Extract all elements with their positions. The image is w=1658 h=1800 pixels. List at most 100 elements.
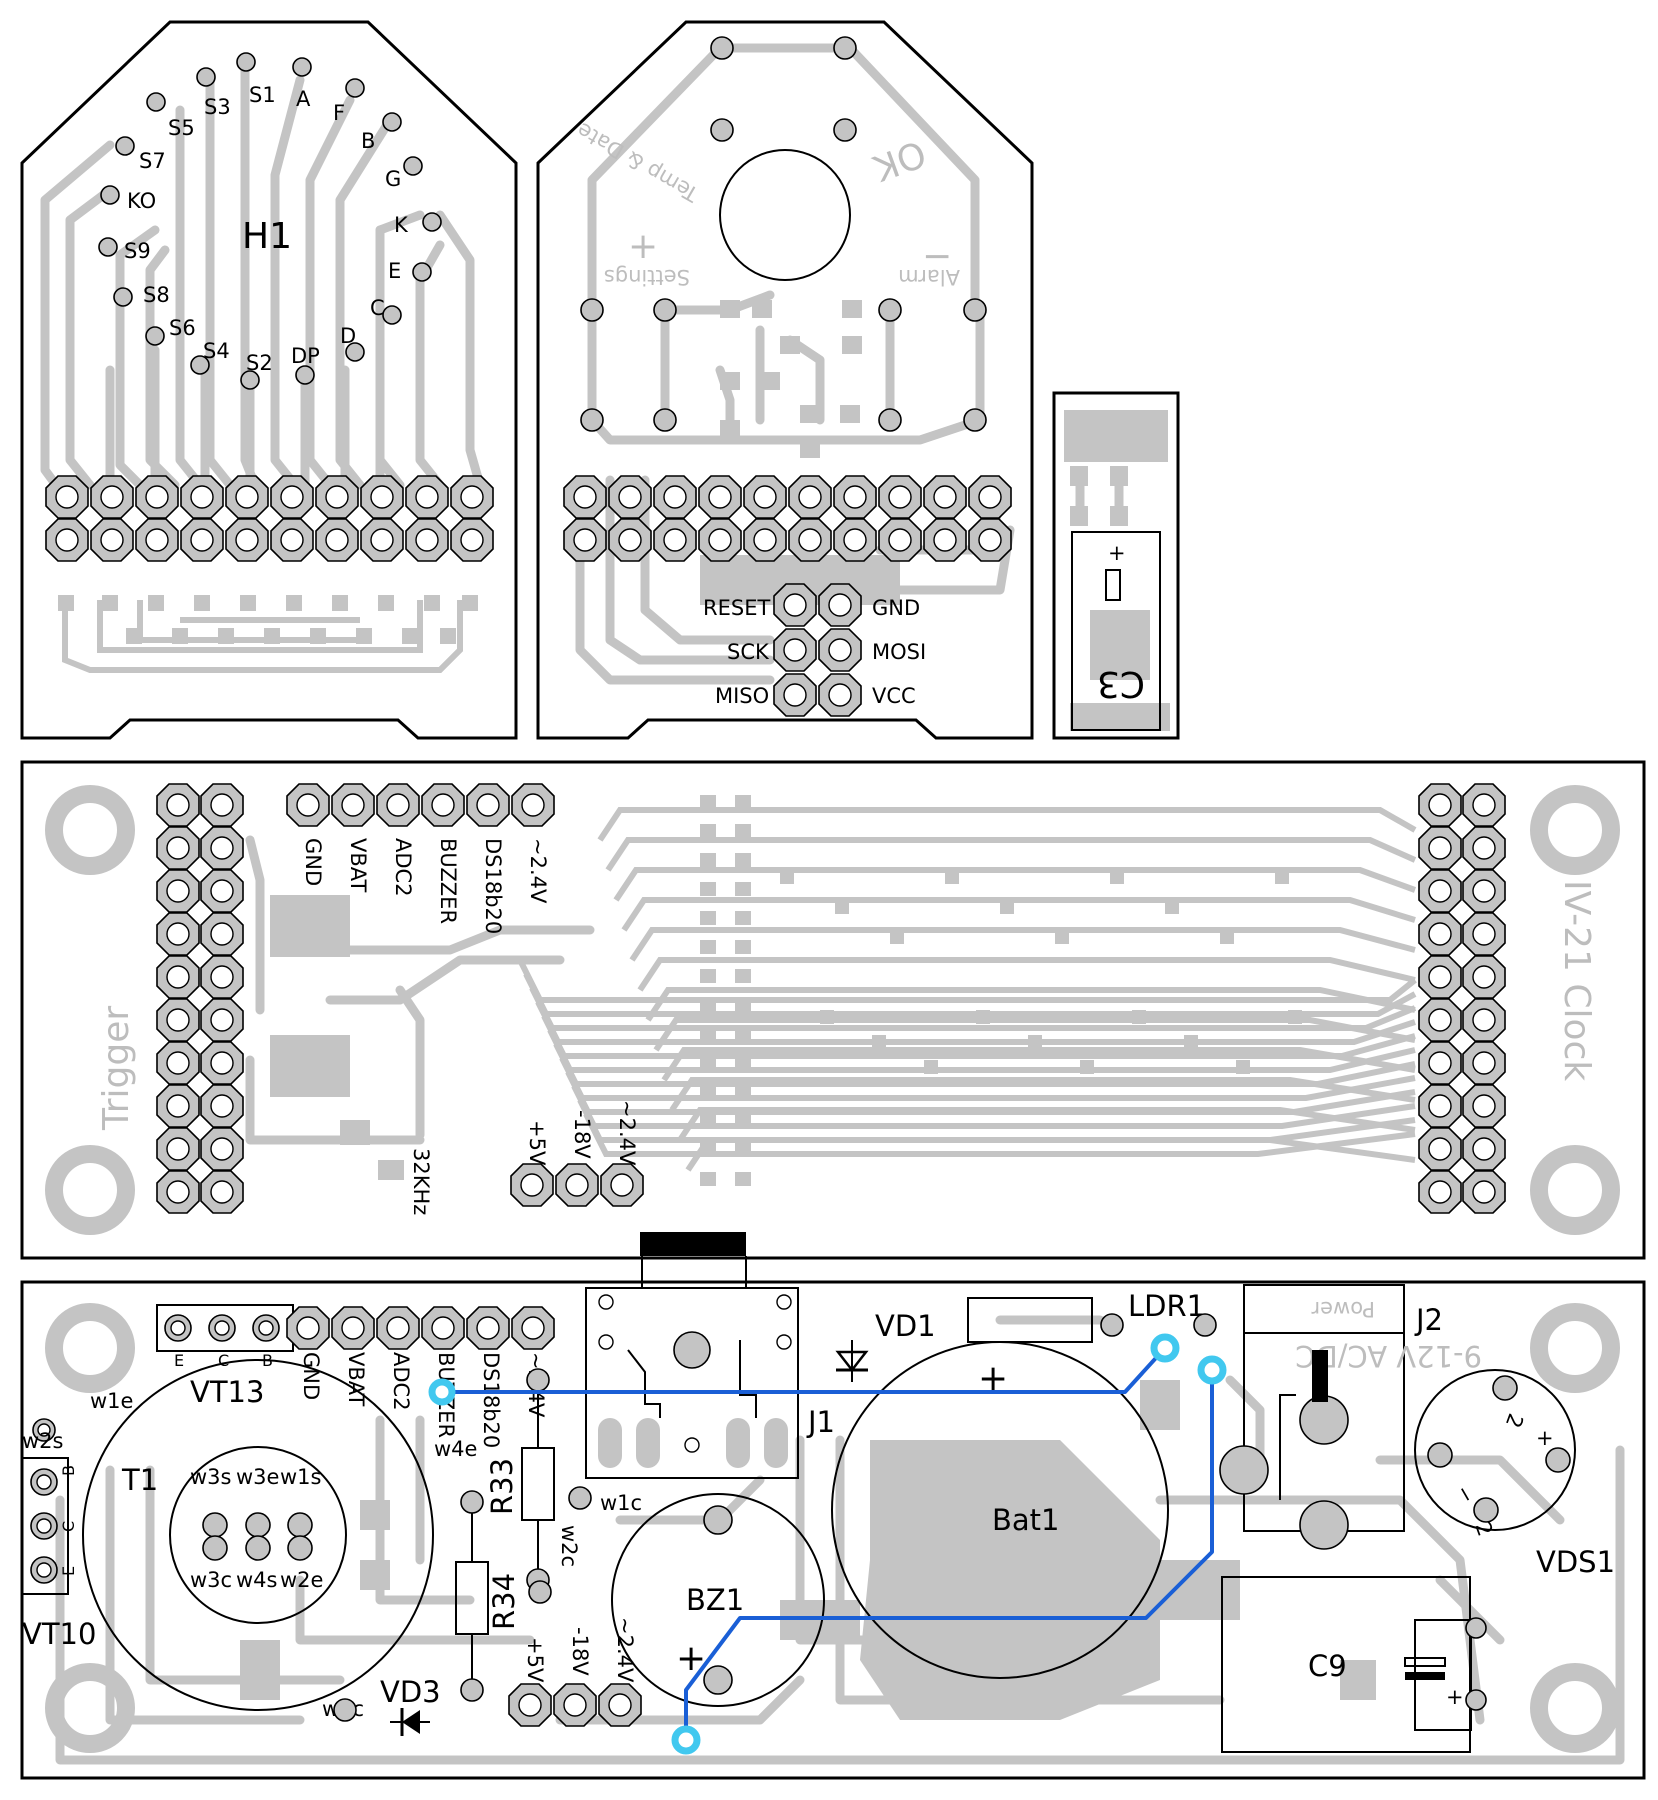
copper-trace: [325, 925, 595, 955]
crystal-label: 32KHz: [409, 1148, 433, 1215]
hdr-label: GND: [299, 1352, 323, 1400]
j1-designator: J1: [806, 1405, 835, 1439]
smd-pad: [735, 1085, 751, 1099]
through-hole-pad: [45, 518, 89, 562]
through-hole-pad: [286, 1306, 330, 1350]
pin-label: S6: [169, 316, 196, 340]
through-hole-pad: [1418, 783, 1462, 827]
pin-label: DP: [291, 344, 320, 368]
power-label: +5V: [525, 1120, 549, 1166]
winding-label: w4s: [236, 1568, 277, 1592]
through-hole-pad: [376, 1306, 420, 1350]
button-board: Temp & Date OK Settings Alarm + − RESET …: [536, 20, 1034, 740]
through-hole-pad: [466, 1306, 510, 1350]
through-hole-pad: [180, 475, 224, 519]
smd-pad: [1055, 930, 1069, 944]
copper-trace: [621, 897, 1416, 932]
through-hole-pad: [156, 912, 200, 956]
display-pads: [98, 52, 442, 390]
smd-pad: [1288, 1010, 1302, 1024]
bz1-plus: +: [676, 1638, 706, 1679]
power-label: -18V: [568, 1627, 592, 1676]
through-hole-pad: [156, 826, 200, 870]
alarm-label: Alarm: [898, 265, 960, 289]
through-hole-pad: [376, 783, 420, 827]
through-hole-pad: [653, 475, 697, 519]
isp-reset-label: RESET: [703, 596, 770, 620]
through-hole-pad: [598, 1683, 642, 1727]
smd-pad: [700, 1172, 716, 1186]
copper-trace: [245, 835, 265, 1015]
vt10-pin: E: [59, 1566, 78, 1576]
power-label: +5V: [523, 1637, 547, 1683]
vt13-pin: C: [218, 1351, 229, 1370]
through-hole-pad: [360, 518, 404, 562]
main-board: Trigger IV-21 Clock GND VBAT ADC2 BUZZER…: [20, 760, 1646, 1260]
through-hole-pad: [510, 1163, 554, 1207]
smd-pad: [700, 1027, 716, 1041]
winding-label: w1c: [600, 1491, 642, 1515]
vt13-pads: [164, 1314, 280, 1342]
through-hole-pad: [331, 1306, 375, 1350]
capacitor-board: + C3: [1052, 391, 1180, 740]
pin-label: S5: [168, 116, 195, 140]
winding-label: w1s: [280, 1465, 321, 1489]
smd-pad: [780, 870, 794, 884]
pin-label: S3: [204, 95, 231, 119]
through-hole-pad: [450, 518, 494, 562]
through-hole-pad: [90, 518, 134, 562]
button-header: [563, 475, 1012, 562]
through-hole-pad: [698, 475, 742, 519]
through-hole-pad: [225, 475, 269, 519]
through-hole-pad: [1462, 912, 1506, 956]
through-hole-pad: [1462, 1170, 1506, 1214]
main-ics: [270, 895, 404, 1180]
vt10-pin: C: [59, 1521, 78, 1532]
r33-designator: R33: [485, 1458, 519, 1515]
power-switch-label: Power: [1311, 1297, 1375, 1321]
through-hole-pad: [156, 1127, 200, 1171]
through-hole-pad: [200, 912, 244, 956]
j1-pads: [598, 1294, 792, 1468]
plus-symbol: +: [628, 226, 658, 267]
through-hole-pad: [200, 826, 244, 870]
smd-pad: [835, 900, 849, 914]
through-hole-pad: [90, 475, 134, 519]
through-hole-pad: [315, 518, 359, 562]
display-smd-pads: [58, 595, 478, 644]
smd-pad: [1110, 870, 1124, 884]
pin-label: S4: [203, 339, 230, 363]
through-hole-pad: [315, 475, 359, 519]
smd-pad: [735, 882, 751, 896]
through-hole-pad: [653, 518, 697, 562]
through-hole-pad: [563, 518, 607, 562]
pin-label: S9: [124, 239, 151, 263]
copper-trace: [597, 807, 1417, 842]
through-hole-pad: [1462, 869, 1506, 913]
c3-polarity: +: [1108, 541, 1126, 565]
smd-pad: [700, 1114, 716, 1128]
through-hole-pad: [156, 1084, 200, 1128]
through-hole-pad: [1418, 869, 1462, 913]
winding-label: w3e: [236, 1465, 279, 1489]
smd-pad: [945, 870, 959, 884]
c9-plus: +: [1446, 1685, 1464, 1709]
h1-designator: H1: [242, 216, 292, 257]
through-hole-pad: [1462, 1084, 1506, 1128]
pin-label: F: [333, 101, 345, 125]
copper-trace: [583, 1112, 1416, 1157]
smd-pad: [700, 853, 716, 867]
copper-trace: [605, 837, 1417, 872]
smd-pad: [1080, 1060, 1094, 1074]
smd-pad: [735, 1114, 751, 1128]
smd-pad: [700, 1085, 716, 1099]
through-hole-pad: [600, 1163, 644, 1207]
through-hole-pad: [225, 518, 269, 562]
through-hole-pad: [200, 1127, 244, 1171]
through-hole-pad: [788, 518, 832, 562]
through-hole-pad: [360, 475, 404, 519]
button-labels: Temp & Date OK Settings Alarm + − RESET …: [573, 118, 960, 708]
main-smd-pads: [700, 795, 1302, 1186]
through-hole-pad: [968, 518, 1012, 562]
power-connector: [508, 1683, 642, 1727]
